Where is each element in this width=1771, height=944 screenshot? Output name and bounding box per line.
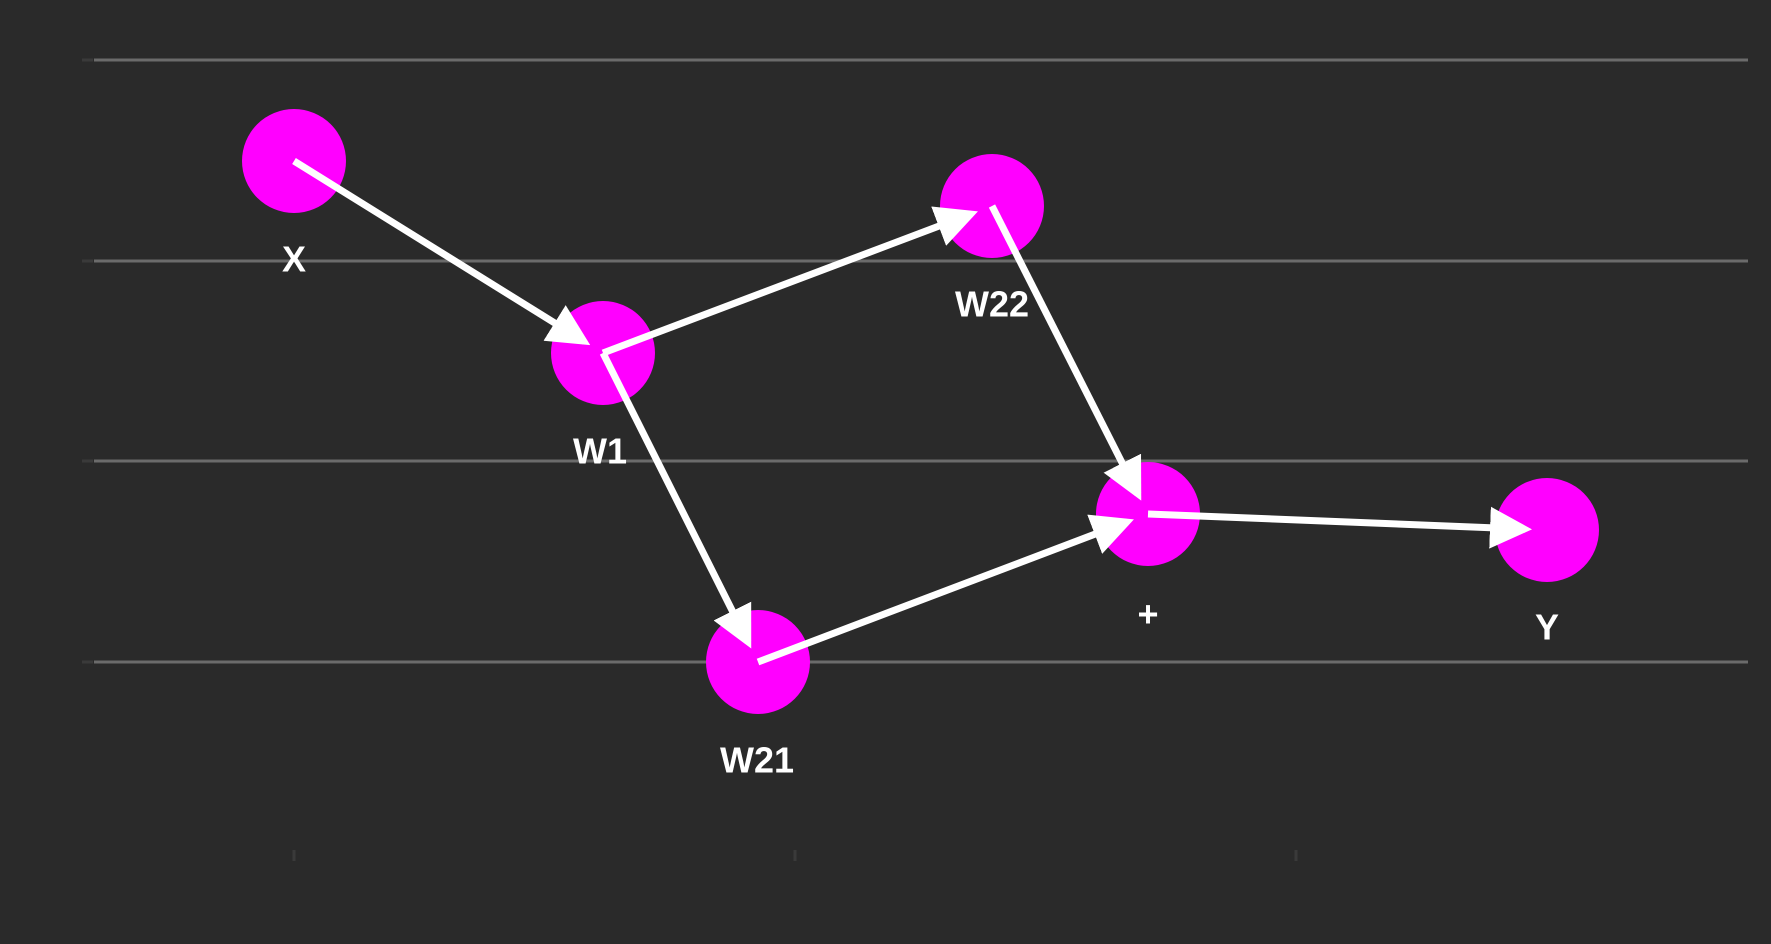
node-label-x: X — [282, 239, 306, 280]
edge-w1-to-w22 — [601, 206, 978, 357]
grid-layer — [82, 58, 1748, 861]
node-label-add: + — [1137, 594, 1158, 635]
edge-w1-to-w21 — [599, 351, 752, 649]
edge-x-to-w1 — [292, 158, 591, 346]
node-label-w21: W21 — [720, 740, 794, 781]
node-label-w1: W1 — [573, 431, 627, 472]
edge-w22-to-add — [988, 204, 1142, 501]
node-y — [1495, 478, 1599, 582]
edge-w21-to-add — [756, 514, 1134, 666]
edge-add-to-y — [1147, 506, 1532, 549]
node-label-w22: W22 — [955, 284, 1029, 325]
node-layer — [242, 109, 1599, 714]
edge-layer — [292, 158, 1532, 666]
node-label-y: Y — [1535, 607, 1559, 648]
